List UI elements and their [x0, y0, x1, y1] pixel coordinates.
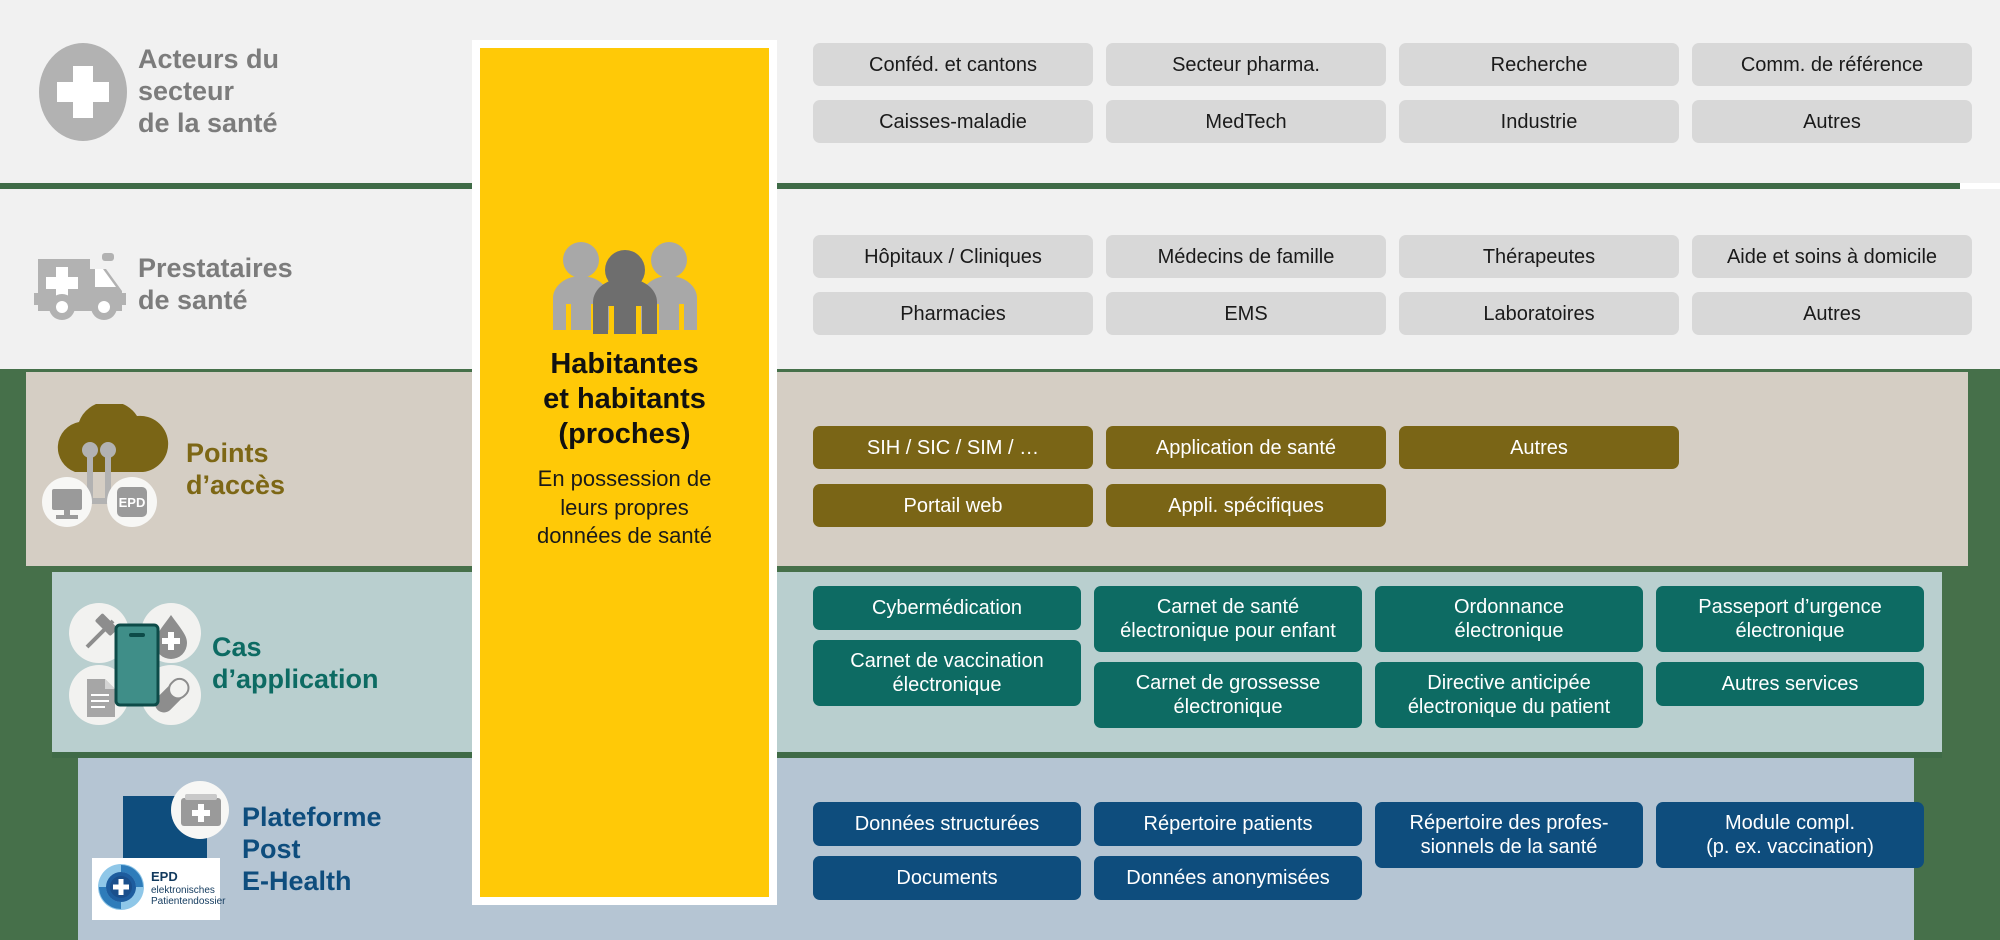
band-acteurs-background: [0, 0, 2000, 183]
cloud-access-icon: EPD: [36, 404, 186, 536]
row-label-text: Plateforme Post E-Health: [242, 802, 382, 896]
chip-plateforme-0-1[interactable]: Répertoire patients: [1094, 802, 1362, 846]
epd-abbr: EPD: [151, 869, 178, 885]
chip-plateforme-0-2[interactable]: Répertoire des profes- sionnels de la sa…: [1375, 802, 1643, 868]
chip-plateforme-0-3[interactable]: Module compl. (p. ex. vaccination): [1656, 802, 1924, 868]
chip-prestataires-0-0[interactable]: Hôpitaux / Cliniques: [813, 235, 1093, 278]
chip-cas-application-1-0[interactable]: Carnet de vaccination électronique: [813, 640, 1081, 706]
chip-points-acces-0-2[interactable]: Autres: [1399, 426, 1679, 469]
divider-rule-2: [52, 752, 1942, 758]
band-points-acces-background: [26, 372, 1968, 566]
chip-cas-application-0-3[interactable]: Passeport d’urgence électronique: [1656, 586, 1924, 652]
row-label-acteurs: Acteurs du secteur de la santé: [28, 22, 448, 162]
chip-acteurs-1-3[interactable]: Autres: [1692, 100, 1972, 143]
chips-acteurs: Conféd. et cantons Secteur pharma. Reche…: [0, 0, 2000, 183]
chip-acteurs-0-1[interactable]: Secteur pharma.: [1106, 43, 1386, 86]
divider-rule-1: [0, 183, 1960, 189]
chips-prestataires: Hôpitaux / Cliniques Médecins de famille…: [0, 189, 2000, 369]
row-label-text: Points d’accès: [186, 438, 286, 500]
row-label-text: Cas d’application: [212, 631, 379, 694]
epd-line2: Patientendossier: [151, 896, 226, 908]
chip-prestataires-1-3[interactable]: Autres: [1692, 292, 1972, 335]
svg-text:EPD: EPD: [119, 495, 146, 510]
row-label-points-acces: EPD Points d’accès: [36, 400, 466, 540]
chip-acteurs-0-3[interactable]: Comm. de référence: [1692, 43, 1972, 86]
chip-cas-application-0-1[interactable]: Carnet de santé électronique pour enfant: [1094, 586, 1362, 652]
chip-cas-application-1-1[interactable]: Carnet de grossesse électronique: [1094, 662, 1362, 728]
chip-prestataires-0-3[interactable]: Aide et soins à domicile: [1692, 235, 1972, 278]
ambulance-icon: [28, 249, 138, 321]
chip-plateforme-0-0[interactable]: Données structurées: [813, 802, 1081, 846]
chip-cas-application-1-2[interactable]: Directive anticipée électronique du pati…: [1375, 662, 1643, 728]
center-panel-title: Habitantes et habitants (proches): [543, 348, 706, 450]
epd-logo-badge: EPD elektronisches Patientendossier: [92, 858, 226, 920]
people-group-icon: [549, 238, 701, 339]
chip-prestataires-0-1[interactable]: Médecins de famille: [1106, 235, 1386, 278]
chip-plateforme-1-0[interactable]: Documents: [813, 856, 1081, 900]
row-label-text: Prestataires de santé: [138, 253, 293, 315]
center-panel-subtitle: En possession de leurs propres données d…: [537, 466, 712, 548]
chips-cas-application: Cybermédication Carnet de santé électron…: [0, 572, 2000, 752]
chip-prestataires-1-0[interactable]: Pharmacies: [813, 292, 1093, 335]
chips-points-acces: SIH / SIC / SIM / … Application de santé…: [0, 372, 2000, 566]
row-label-text: Acteurs du secteur de la santé: [138, 44, 280, 138]
chip-acteurs-1-1[interactable]: MedTech: [1106, 100, 1386, 143]
health-app-icons: [62, 599, 212, 729]
band-prestataires-background: [0, 189, 2000, 369]
medical-cross-circle-icon: [28, 43, 138, 141]
chip-points-acces-0-0[interactable]: SIH / SIC / SIM / …: [813, 426, 1093, 469]
chip-cas-application-0-2[interactable]: Ordonnance électronique: [1375, 586, 1643, 652]
chip-cas-application-1-3[interactable]: Autres services: [1656, 662, 1924, 706]
chip-acteurs-0-2[interactable]: Recherche: [1399, 43, 1679, 86]
chip-points-acces-0-1[interactable]: Application de santé: [1106, 426, 1386, 469]
chips-plateforme: Données structurées Répertoire patients …: [0, 758, 2000, 940]
epd-logo-icon: [97, 863, 145, 916]
chip-points-acces-1-1[interactable]: Appli. spécifiques: [1106, 484, 1386, 527]
chip-prestataires-1-2[interactable]: Laboratoires: [1399, 292, 1679, 335]
chip-acteurs-1-2[interactable]: Industrie: [1399, 100, 1679, 143]
epd-line1: elektronisches: [151, 884, 215, 896]
row-label-cas-application: Cas d’application: [62, 596, 492, 731]
chip-cas-application-0-0[interactable]: Cybermédication: [813, 586, 1081, 630]
chip-plateforme-1-1[interactable]: Données anonymisées: [1094, 856, 1362, 900]
chip-points-acces-1-0[interactable]: Portail web: [813, 484, 1093, 527]
chip-prestataires-0-2[interactable]: Thérapeutes: [1399, 235, 1679, 278]
chip-acteurs-1-0[interactable]: Caisses-maladie: [813, 100, 1093, 143]
chip-prestataires-1-1[interactable]: EMS: [1106, 292, 1386, 335]
chip-acteurs-0-0[interactable]: Conféd. et cantons: [813, 43, 1093, 86]
center-citizens-panel: Habitantes et habitants (proches) En pos…: [472, 40, 777, 905]
row-label-prestataires: Prestataires de santé: [28, 230, 448, 340]
